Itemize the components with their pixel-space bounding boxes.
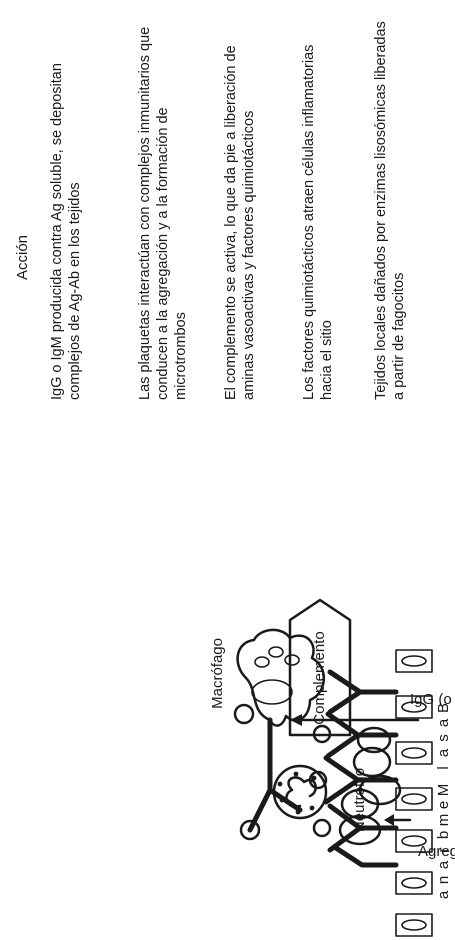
membrane-cell [395, 871, 433, 895]
macrophage: Macrófago [209, 628, 325, 727]
actions-column: Acción IgG o IgM producida contra Ag sol… [14, 21, 407, 400]
antibody [327, 669, 399, 715]
neutrophil-label: Neutrófilo [351, 768, 368, 832]
basal-letter: s [435, 734, 452, 742]
platelets [338, 726, 402, 846]
actions-title: Acción [14, 234, 31, 280]
action-item-4: Los factores quimiotácticos atraen célul… [301, 44, 335, 400]
antigen [233, 703, 255, 725]
neutrophil: Neutrófilo [272, 764, 368, 832]
action-item-5: Tejidos locales dañados por enzimas liso… [373, 21, 407, 400]
membrane-letter: b [435, 831, 452, 839]
basal-letter: B [435, 703, 452, 713]
action-item-2: Las plaquetas interactúan con complejos … [137, 26, 189, 400]
platelet-arrowhead [384, 814, 394, 826]
basal-letter: l [435, 766, 452, 769]
platelet-aggregation-label: Agregación plaquetaria [418, 843, 455, 860]
membrane-letter: a [435, 890, 452, 899]
antigen [239, 819, 261, 841]
membrane-label: M e m b r a n a [435, 784, 452, 899]
basal-letter: a [435, 718, 452, 727]
membrane-cell [395, 649, 433, 673]
basal-label: B a s a l [435, 703, 452, 770]
antibody-label: IgG (o IgM) [410, 691, 455, 708]
membrane-cell [395, 787, 433, 811]
antibody [323, 755, 399, 805]
membrane-letter: m [435, 814, 452, 827]
action-item-3: El complemento se activa, lo que da pie … [223, 45, 257, 400]
action-item-1: IgG o IgM producida contra Ag soluble, s… [49, 63, 83, 400]
membrane-cells [395, 649, 433, 937]
membrane-cell [395, 695, 433, 719]
membrane-letter: a [435, 860, 452, 869]
basal-letter: a [435, 748, 452, 757]
antigen [312, 818, 332, 838]
membrane-letter: M [435, 784, 452, 797]
complement-label: Complemento [311, 631, 328, 724]
membrane-cell [395, 829, 433, 853]
immune-complex-diagram: M e m b r a n a B a s a l [209, 598, 455, 937]
membrane-cell [395, 913, 433, 937]
membrane-letter: n [435, 876, 452, 884]
membrane-letter: e [435, 801, 452, 809]
antibody [333, 845, 399, 868]
membrane-letter: r [435, 848, 452, 853]
membrane-cell [395, 741, 433, 765]
macrophage-label: Macrófago [209, 638, 226, 709]
